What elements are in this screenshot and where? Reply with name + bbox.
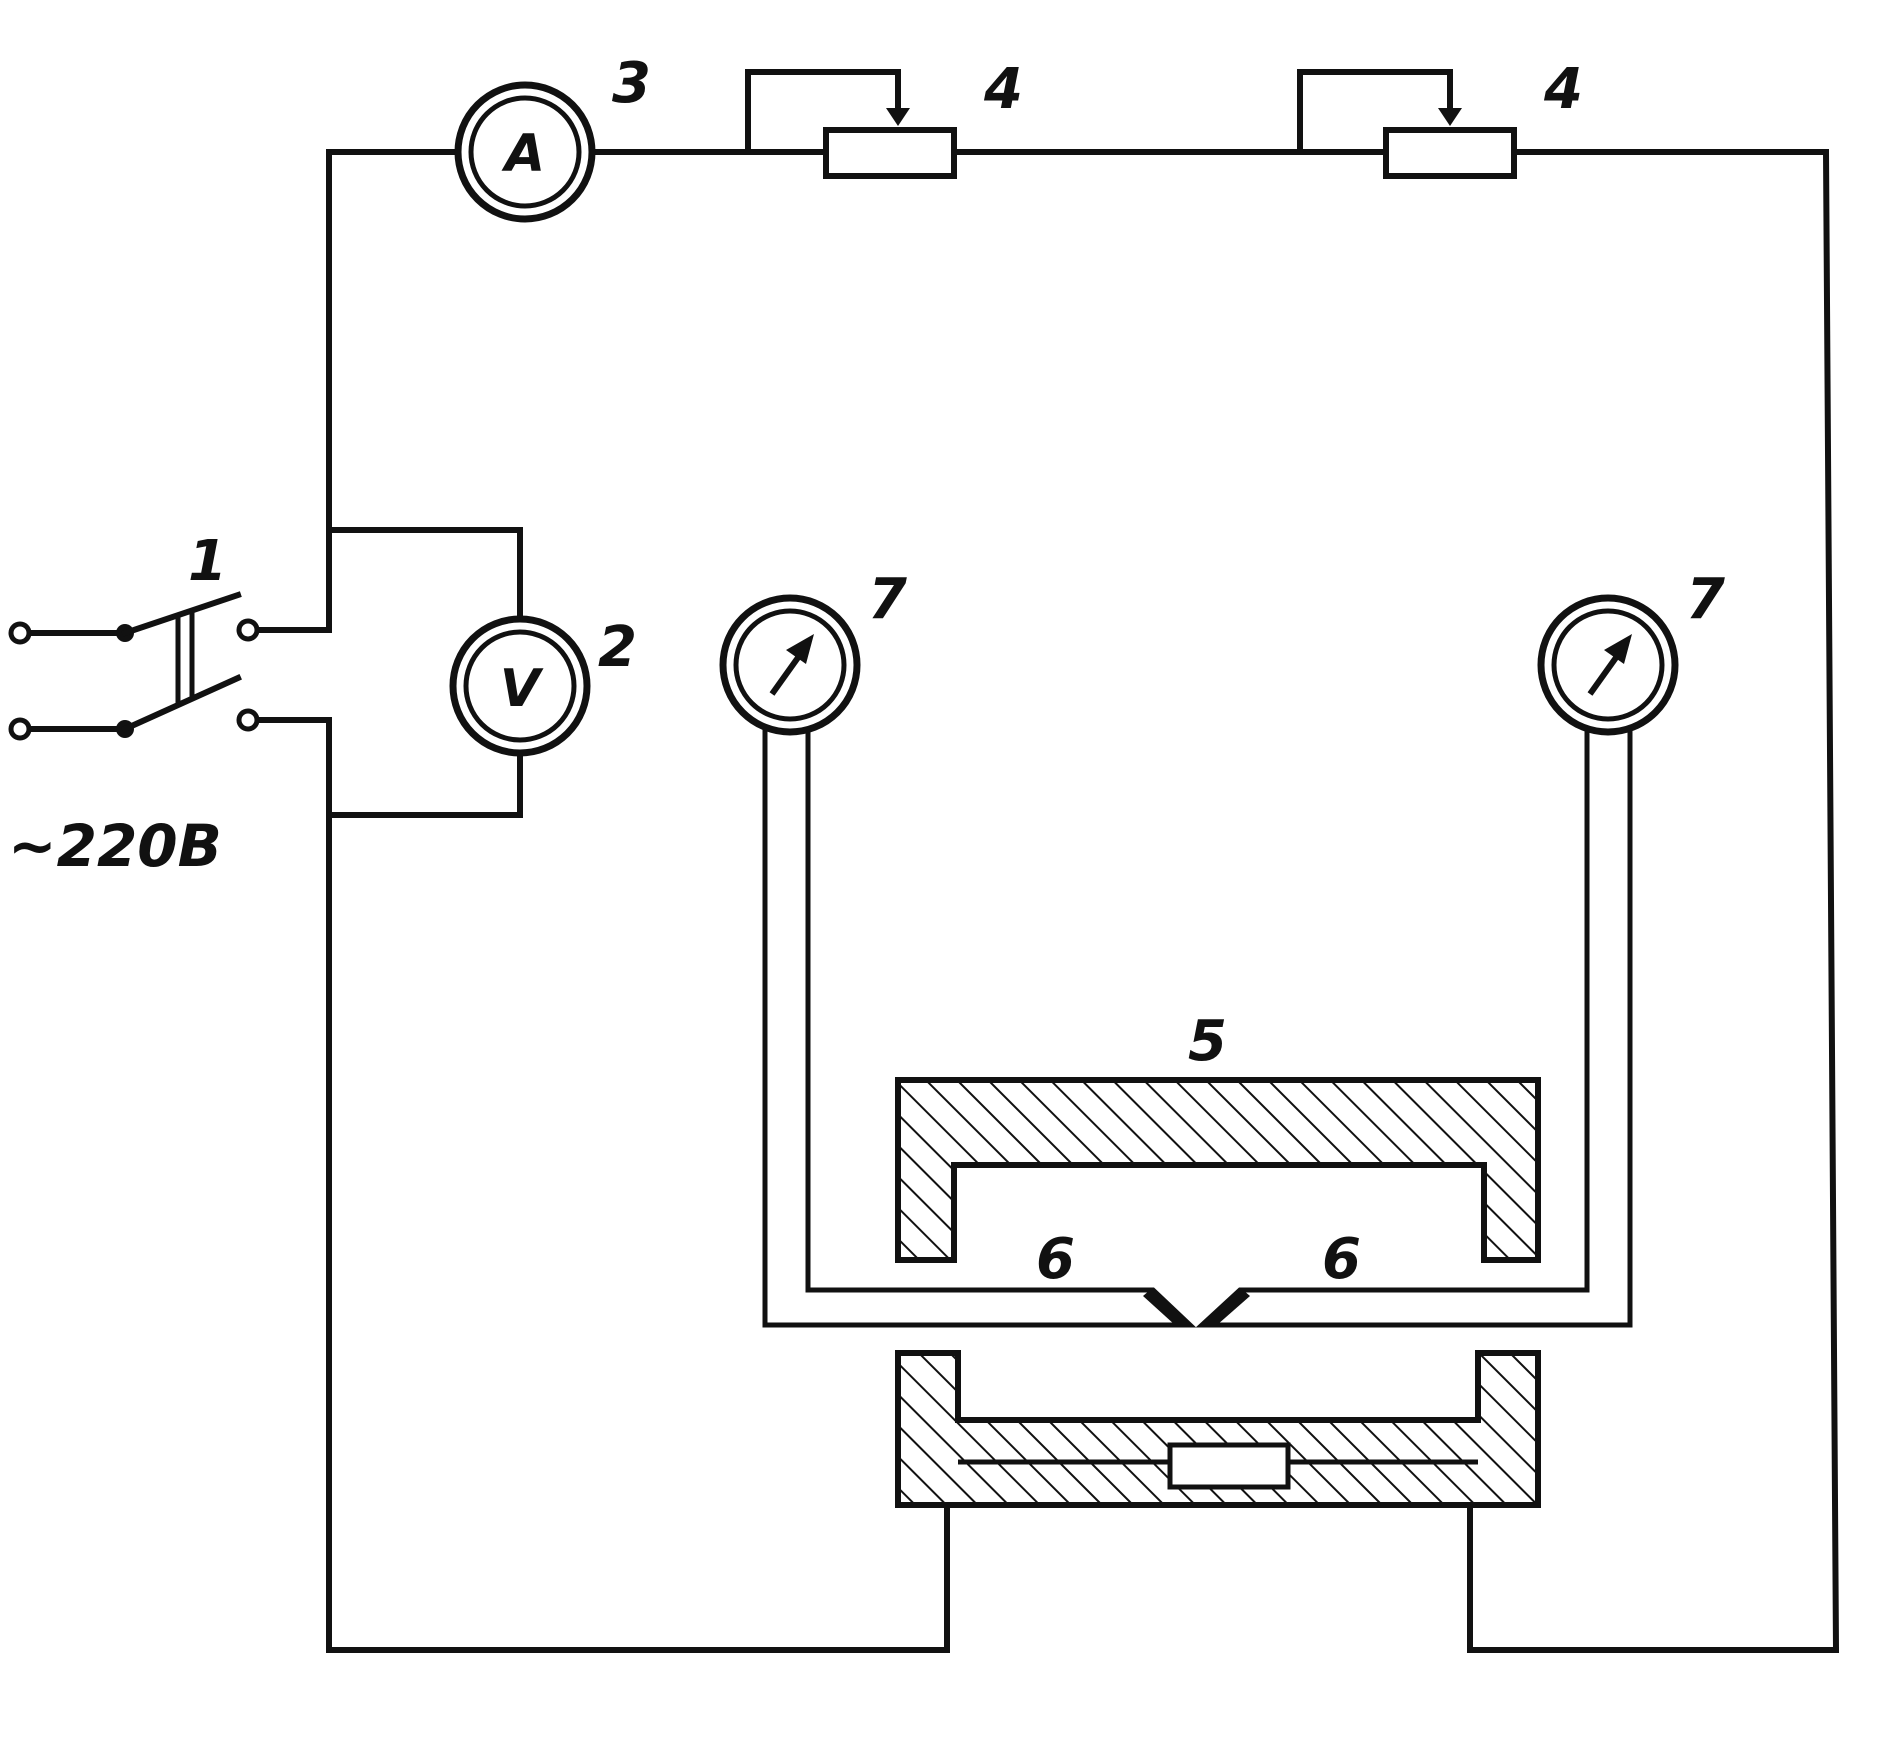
- pressure-gauge-right: [1537, 594, 1679, 736]
- voltmeter-symbol: V: [500, 659, 544, 719]
- mold-upper: [895, 1077, 1541, 1263]
- heating-element: [1167, 1442, 1291, 1490]
- ammeter: A: [454, 81, 596, 223]
- label-nozzle-right: 6: [1322, 1227, 1361, 1292]
- ammeter-symbol: A: [501, 124, 545, 184]
- rheostat-left: [745, 69, 957, 179]
- gauge-right-tube: [1195, 730, 1633, 1328]
- gauge-needle-icon: [769, 634, 814, 696]
- label-gauge-left: 7: [868, 567, 907, 632]
- pressure-gauge-left: [719, 594, 861, 736]
- rheostat-right: [1297, 69, 1517, 179]
- gauge-left-tube: [762, 730, 1197, 1328]
- label-ammeter: 3: [612, 51, 651, 116]
- label-rheostat-right: 4: [1543, 57, 1583, 122]
- label-voltmeter: 2: [598, 615, 637, 680]
- label-rheostat-left: 4: [983, 57, 1023, 122]
- voltmeter: V: [449, 615, 591, 757]
- circuit-wires: [245, 148, 1840, 1654]
- supply-voltage-label: ~220В: [8, 812, 222, 880]
- label-gauge-right: 7: [1686, 567, 1725, 632]
- label-switch: 1: [188, 529, 227, 594]
- label-mold: 5: [1188, 1009, 1227, 1074]
- heater-lower: [895, 1350, 1541, 1508]
- label-nozzle-left: 6: [1036, 1227, 1075, 1292]
- gauge-needle-icon: [1587, 634, 1632, 696]
- double-pole-switch: [8, 591, 260, 741]
